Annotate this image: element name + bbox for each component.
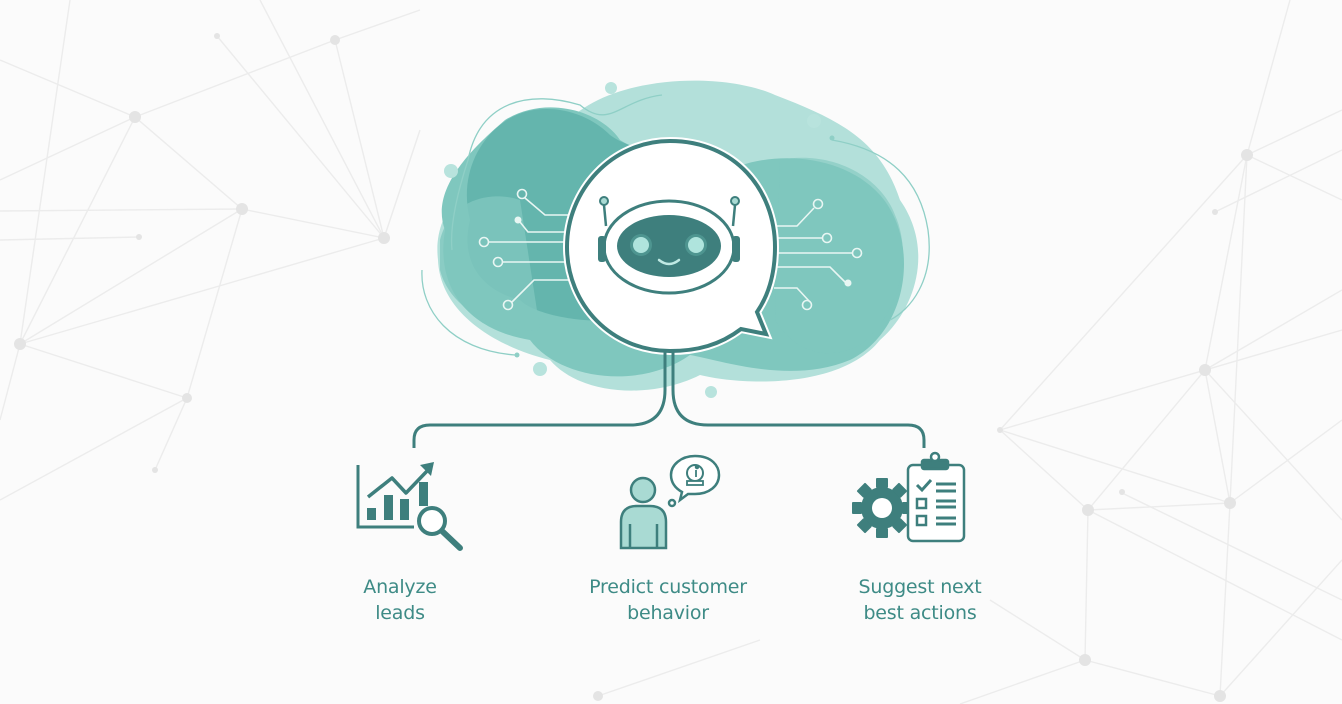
label-line-2: leads bbox=[375, 602, 425, 624]
robot-icon bbox=[598, 196, 740, 295]
label-line-1: Analyze bbox=[363, 576, 437, 598]
floating-dots bbox=[444, 82, 821, 398]
robot-chat-bubble-icon bbox=[562, 136, 780, 356]
orbit-lines bbox=[421, 94, 930, 356]
circuit-left bbox=[478, 188, 570, 311]
label-suggest-next-best-actions: Suggest next best actions bbox=[800, 574, 1040, 626]
person-thought-crystal-ball-icon bbox=[619, 454, 721, 550]
circuit-right bbox=[774, 198, 863, 311]
connector-lines bbox=[412, 351, 926, 448]
label-line-2: best actions bbox=[863, 602, 977, 624]
label-analyze-leads: Analyze leads bbox=[280, 574, 520, 626]
clipboard-icon bbox=[906, 451, 966, 543]
gear-checklist-icon bbox=[852, 451, 966, 543]
gear-icon bbox=[852, 478, 912, 538]
label-line-1: Predict customer bbox=[589, 576, 747, 598]
label-line-2: behavior bbox=[627, 602, 709, 624]
chart-magnifier-icon bbox=[356, 462, 463, 551]
label-predict-customer-behavior: Predict customer behavior bbox=[548, 574, 788, 626]
label-line-1: Suggest next bbox=[858, 576, 982, 598]
